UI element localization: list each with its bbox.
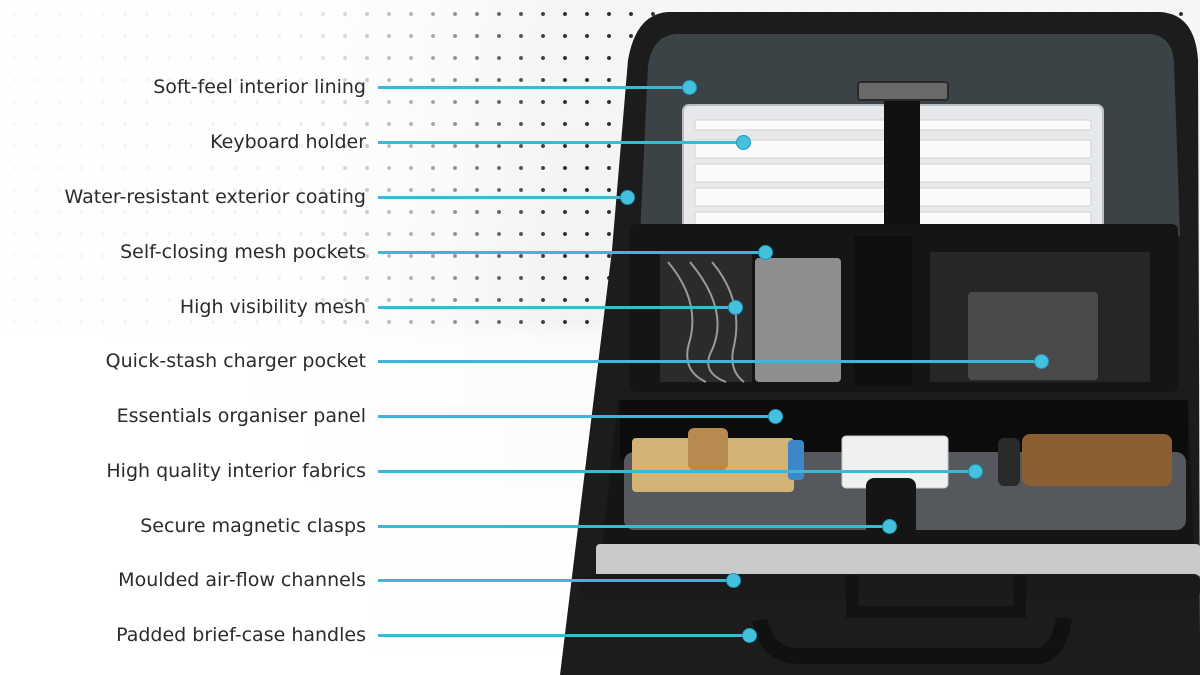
anchor-dot: [758, 245, 773, 260]
callout-high-visibility-mesh: High visibility mesh: [0, 296, 1200, 318]
callout-essentials-organiser-panel: Essentials organiser panel: [0, 405, 1200, 427]
wallet: [1022, 434, 1172, 486]
callout-label: Essentials organiser panel: [116, 405, 366, 427]
anchor-dot: [742, 628, 757, 643]
callout-label: Keyboard holder: [210, 131, 366, 153]
leader-line: [378, 306, 736, 309]
anchor-dot: [728, 300, 743, 315]
leader-line: [378, 251, 766, 254]
handle-front: [752, 616, 1072, 664]
handle-back: [846, 575, 1026, 618]
callout-label: Secure magnetic clasps: [140, 515, 366, 537]
anchor-dot: [682, 80, 697, 95]
key-fob: [998, 438, 1020, 486]
mesh-pouch: [968, 292, 1098, 380]
anchor-dot: [1034, 354, 1049, 369]
callout-label: Padded brief-case handles: [116, 624, 366, 646]
anchor-dot: [736, 135, 751, 150]
coin-stack: [688, 428, 728, 470]
callout-padded-brief-case-handles: Padded brief-case handles: [0, 624, 1200, 646]
leader-line: [378, 634, 750, 637]
leader-line: [378, 196, 628, 199]
leader-line: [378, 415, 776, 418]
callout-quick-stash-charger-pocket: Quick-stash charger pocket: [0, 350, 1200, 372]
anchor-dot: [968, 464, 983, 479]
callout-water-resistant-exterior-coating: Water-resistant exterior coating: [0, 186, 1200, 208]
anchor-dot: [882, 519, 897, 534]
strap-badge: [857, 81, 949, 101]
callout-high-quality-interior-fabrics: High quality interior fabrics: [0, 460, 1200, 482]
callout-label: Water-resistant exterior coating: [64, 186, 366, 208]
keyboard-strap: [884, 90, 920, 232]
anchor-dot: [620, 190, 635, 205]
callout-soft-feel-interior-lining: Soft-feel interior lining: [0, 76, 1200, 98]
callout-secure-magnetic-clasps: Secure magnetic clasps: [0, 515, 1200, 537]
laptop-sleeve: [596, 544, 1200, 578]
leader-line: [378, 141, 744, 144]
leader-line: [378, 579, 734, 582]
callout-self-closing-mesh-pockets: Self-closing mesh pockets: [0, 241, 1200, 263]
callout-label: Self-closing mesh pockets: [120, 241, 366, 263]
anchor-dot: [768, 409, 783, 424]
leader-line: [378, 86, 690, 89]
leader-line: [378, 360, 1042, 363]
leader-line: [378, 470, 976, 473]
grey-pouch: [755, 258, 841, 382]
callout-label: High quality interior fabrics: [106, 460, 366, 482]
callout-label: Soft-feel interior lining: [153, 76, 366, 98]
callout-label: Moulded air-flow channels: [118, 569, 366, 591]
anchor-dot: [726, 573, 741, 588]
label-backdrop: [0, 0, 560, 675]
callout-label: High visibility mesh: [179, 296, 366, 318]
callout-keyboard-holder: Keyboard holder: [0, 131, 1200, 153]
leader-line: [378, 525, 890, 528]
callout-moulded-air-flow-channels: Moulded air-flow channels: [0, 569, 1200, 591]
callout-label: Quick-stash charger pocket: [105, 350, 366, 372]
magnetic-clasp: [866, 478, 916, 558]
